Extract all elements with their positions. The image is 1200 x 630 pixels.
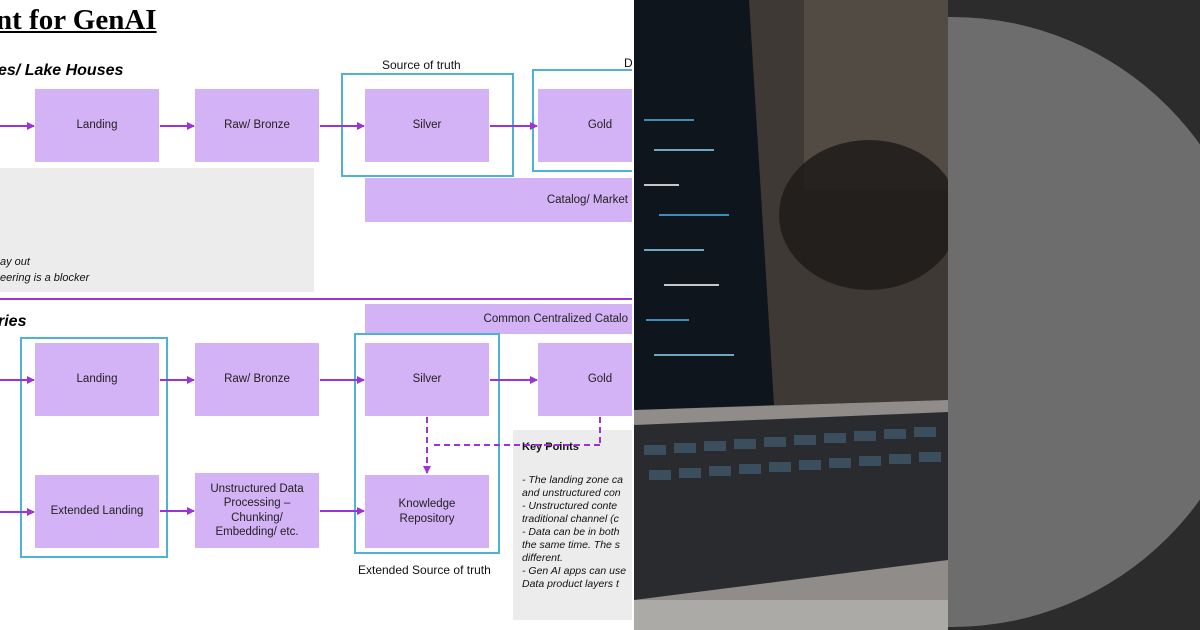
code-lines — [644, 119, 734, 356]
common-centralized-catalog-box: Common Centralized Catalo — [365, 304, 634, 334]
laptop-illustration — [634, 0, 948, 630]
top-silver-box: Silver — [365, 89, 489, 162]
top-notes-panel — [0, 168, 314, 292]
extended-source-of-truth-label: Extended Source of truth — [358, 563, 491, 577]
unstructured-processing-box: Unstructured Data Processing – Chunking/… — [195, 473, 319, 548]
key-point-line: - Unstructured conte — [522, 500, 618, 512]
decorative-panel — [948, 0, 1200, 630]
top-note-line-2: eering is a blocker — [0, 272, 90, 284]
top-landing-box: Landing — [35, 89, 159, 162]
diagram-arrows — [0, 122, 634, 516]
key-point-line: - The landing zone ca — [522, 474, 623, 486]
key-points-list: - The landing zone ca and unstructured c… — [522, 474, 626, 591]
extended-source-frame — [354, 333, 500, 554]
top-raw-bronze-box: Raw/ Bronze — [195, 89, 319, 162]
bottom-raw-bronze-box: Raw/ Bronze — [195, 343, 319, 416]
bottom-gold-box: Gold — [538, 343, 634, 416]
key-point-line: Data product layers t — [522, 578, 619, 590]
key-point-line: - Data can be in both — [522, 526, 620, 538]
key-point-line: traditional channel (c — [522, 513, 619, 525]
key-points-panel — [513, 430, 634, 620]
top-gold-box: Gold — [538, 89, 634, 162]
key-point-line: - Gen AI apps can use — [522, 565, 627, 577]
landing-group-frame — [20, 337, 168, 558]
decorative-half-circle — [948, 0, 1200, 630]
laptop-photo — [634, 0, 948, 630]
key-point-line: and unstructured con — [522, 487, 621, 499]
section-heading-lake-houses: es/ Lake Houses — [0, 62, 124, 79]
blurred-shadow — [779, 140, 948, 290]
grey-circle-shape — [948, 17, 1200, 627]
top-note-line-1: ay out — [0, 256, 30, 268]
extended-landing-box: Extended Landing — [35, 475, 159, 548]
laptop-screen — [634, 0, 774, 410]
top-gold-frame — [532, 69, 634, 172]
desk-surface — [634, 600, 948, 630]
diagram-title: nt for GenAI — [0, 4, 157, 36]
bottom-landing-box: Landing — [35, 343, 159, 416]
section-heading-bottom: ries — [0, 313, 27, 330]
key-point-line: different. — [522, 552, 563, 564]
bottom-silver-box: Silver — [365, 343, 489, 416]
source-of-truth-label: Source of truth — [382, 58, 461, 72]
top-right-label-fragment: D — [624, 56, 633, 70]
knowledge-repository-box: Knowledge Repository — [365, 475, 489, 548]
key-point-line: the same time. The s — [522, 539, 621, 551]
data-pipeline-diagram: nt for GenAI es/ Lake Houses Source of t… — [0, 4, 634, 620]
keyboard-keys — [644, 427, 941, 480]
catalog-marketplace-box: Catalog/ Market — [365, 178, 634, 222]
